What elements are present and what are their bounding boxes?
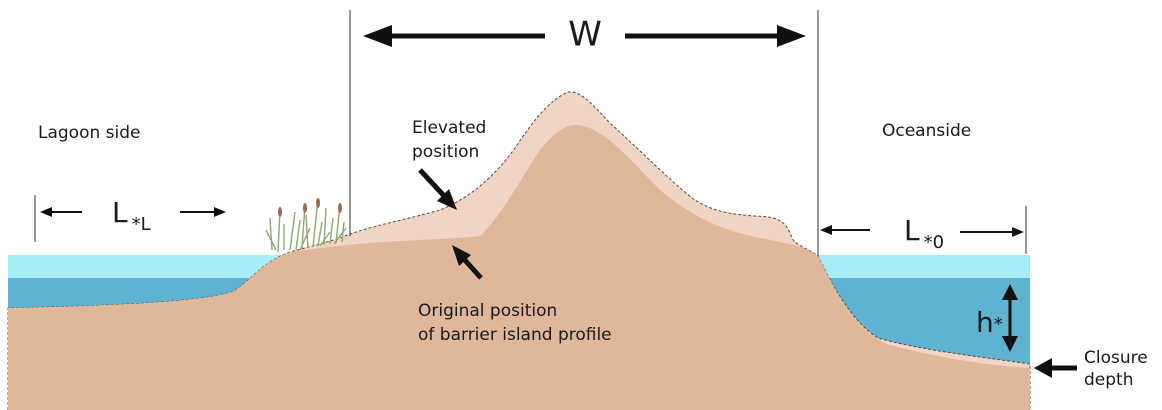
- lagoon-length-arrow: [40, 207, 226, 217]
- elevated-position-label: Elevated position: [412, 118, 492, 162]
- closure-depth-label: Closure depth: [1084, 348, 1153, 390]
- original-profile: [8, 124, 1030, 410]
- cattail-heads: [278, 198, 342, 217]
- closure-depth-arrow: [1034, 358, 1077, 378]
- elevated-pointer-arrow: [418, 168, 457, 210]
- lagoon-side-label: Lagoon side: [38, 123, 141, 143]
- width-arrow: [363, 25, 806, 47]
- original-position-label: Original position of barrier island prof…: [418, 301, 612, 345]
- oceanside-label: Oceanside: [882, 121, 971, 141]
- depth-arrow: [1002, 284, 1018, 352]
- depth-label: h*: [976, 306, 1003, 339]
- original-pointer-arrow: [452, 245, 483, 280]
- ocean-length-arrow: [820, 225, 1024, 237]
- ocean-water-surface: [815, 255, 1030, 280]
- vegetation-icon: [265, 199, 347, 253]
- width-label: W: [568, 15, 602, 55]
- lagoon-length-label: L*L: [112, 196, 151, 235]
- ocean-length-label: L*0: [904, 214, 944, 253]
- lagoon-water-surface: [8, 255, 298, 280]
